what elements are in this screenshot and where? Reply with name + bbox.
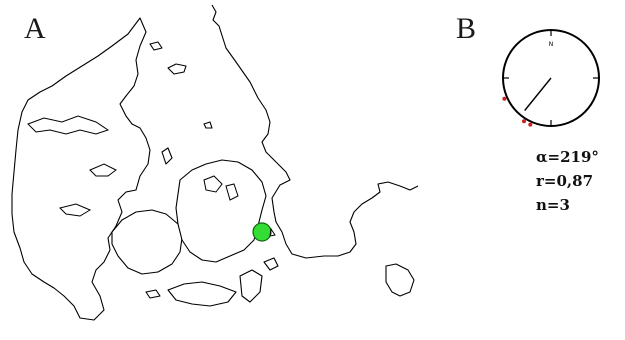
bearing-points (502, 96, 533, 127)
falster-island (239, 269, 263, 303)
bornholm-island (385, 263, 415, 297)
stat-n: n=3 (536, 196, 570, 214)
sweden-coastline (211, 4, 419, 259)
fjord-east (89, 163, 117, 177)
laeso-island (149, 41, 163, 51)
bearing-point (528, 122, 533, 127)
fjord-south (59, 203, 92, 217)
aero-island (145, 289, 161, 299)
panel-a: A (11, 4, 419, 321)
north-label: N (549, 41, 554, 48)
limfjord (27, 115, 110, 135)
stat-alpha: α=219° (536, 148, 599, 166)
zealand-island (175, 159, 267, 263)
isefjord (203, 175, 223, 193)
release-site-dot (252, 222, 272, 242)
release-site-marker (252, 222, 276, 242)
anholt-island (167, 63, 187, 75)
samso-island (161, 147, 173, 165)
mon-island (263, 257, 279, 271)
statistics: α=219° r=0,87 n=3 (536, 148, 599, 214)
stat-r: r=0,87 (536, 172, 593, 190)
jutland-peninsula (11, 17, 151, 321)
map (11, 4, 419, 321)
circular-diagram: N (502, 29, 600, 127)
release-site-pointer (269, 227, 276, 237)
panel-b-label: B (456, 12, 476, 45)
mean-vector-arrow (524, 77, 552, 111)
bearing-point (522, 119, 526, 124)
funen-island (111, 209, 183, 275)
roskilde-fjord (225, 183, 239, 201)
lolland-island (167, 281, 237, 307)
panel-a-label: A (24, 12, 46, 45)
panel-b: B N α=219° r=0,87 n=3 (456, 12, 600, 214)
small-island (203, 121, 213, 129)
bearing-point (502, 96, 507, 101)
